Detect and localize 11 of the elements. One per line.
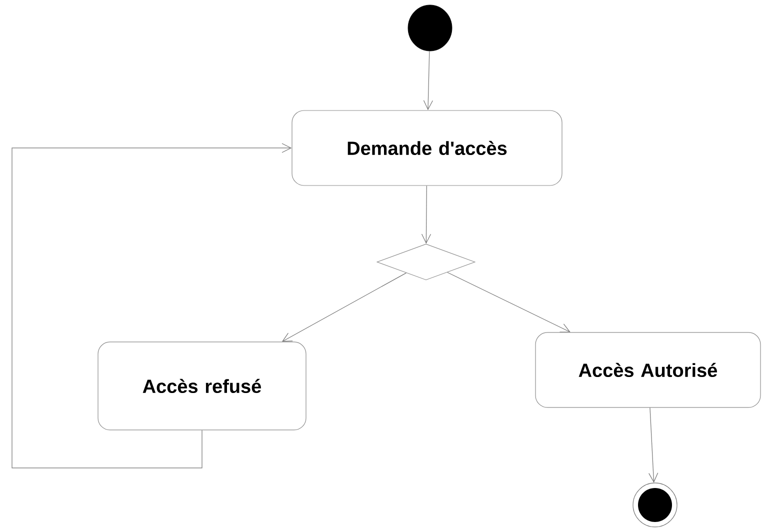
arrow [423, 50, 433, 110]
state-box: Accès Autorisé [535, 332, 761, 408]
start-dot [408, 4, 452, 52]
arrow [648, 407, 658, 483]
arrow [282, 272, 406, 342]
arrow [12, 143, 292, 468]
state-box: Demande d'accès [292, 110, 562, 186]
arrow [447, 272, 570, 332]
state-box: Accès refusé [98, 342, 306, 430]
arrow [421, 185, 432, 244]
end-bullseye [632, 482, 678, 528]
